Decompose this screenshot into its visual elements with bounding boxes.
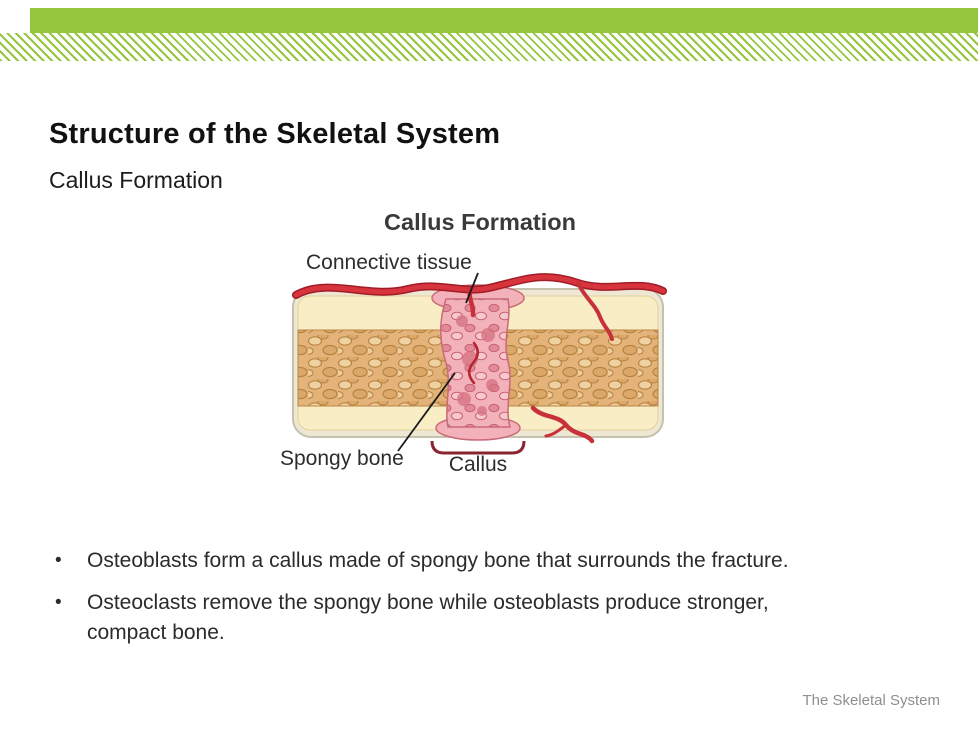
label-pointer-lines [397, 272, 479, 452]
bullet-list: • Osteoblasts form a callus made of spon… [49, 546, 929, 660]
page-title: Structure of the Skeletal System [49, 118, 501, 150]
bullet-text: Osteoclasts remove the spongy bone while… [87, 588, 769, 648]
header-stripe-band [0, 33, 978, 61]
header-accent-bar [30, 8, 978, 33]
figure-label-callus: Callus [449, 453, 507, 476]
bullet-text: Osteoblasts form a callus made of spongy… [87, 546, 789, 576]
footer-text: The Skeletal System [802, 692, 940, 709]
bullet-line: Osteoblasts form a callus made of spongy… [87, 549, 789, 572]
bullet-marker: • [55, 550, 62, 571]
bone-callus-illustration: Callus Formation Connective tissue Spong… [280, 209, 667, 476]
figure-title: Callus Formation [384, 209, 576, 235]
bullet-item: • Osteoclasts remove the spongy bone whi… [49, 588, 929, 648]
bullet-marker: • [55, 592, 62, 613]
bullet-line: Osteoclasts remove the spongy bone while… [87, 591, 769, 614]
bullet-item: • Osteoblasts form a callus made of spon… [49, 546, 929, 576]
bullet-line: compact bone. [87, 621, 225, 644]
figure-label-connective-tissue: Connective tissue [306, 251, 472, 274]
callus-region [431, 284, 525, 441]
callus-bracket [430, 440, 526, 455]
blood-vessels [292, 273, 667, 444]
slide-subtitle: Callus Formation [49, 167, 223, 193]
figure-label-spongy-bone: Spongy bone [280, 447, 404, 470]
